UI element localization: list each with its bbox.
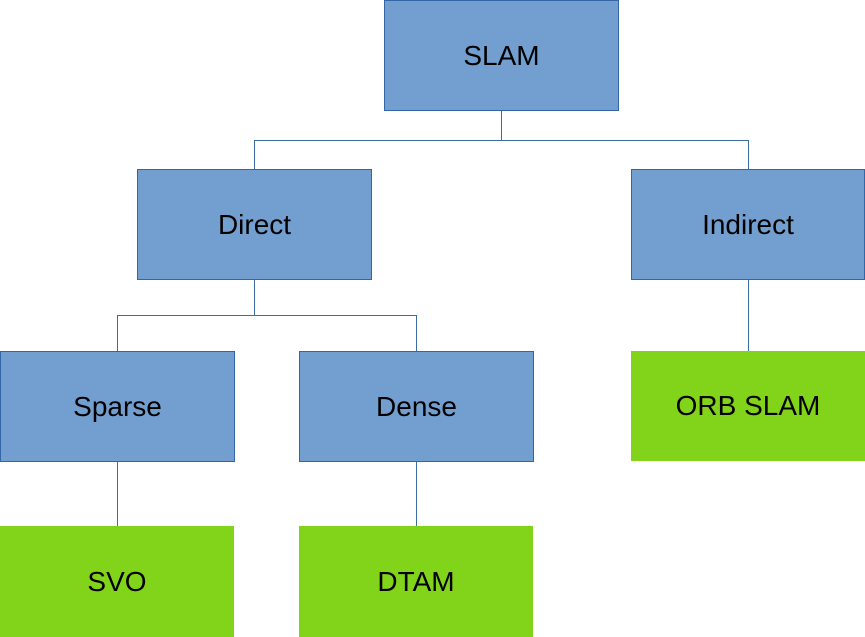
node-direct: Direct (137, 169, 372, 280)
node-slam: SLAM (384, 0, 619, 111)
node-indirect: Indirect (631, 169, 865, 280)
node-svo: SVO (0, 526, 234, 637)
node-sparse: Sparse (0, 351, 235, 462)
node-dense: Dense (299, 351, 534, 462)
node-orb-slam: ORB SLAM (631, 351, 865, 461)
node-dtam: DTAM (299, 526, 533, 637)
